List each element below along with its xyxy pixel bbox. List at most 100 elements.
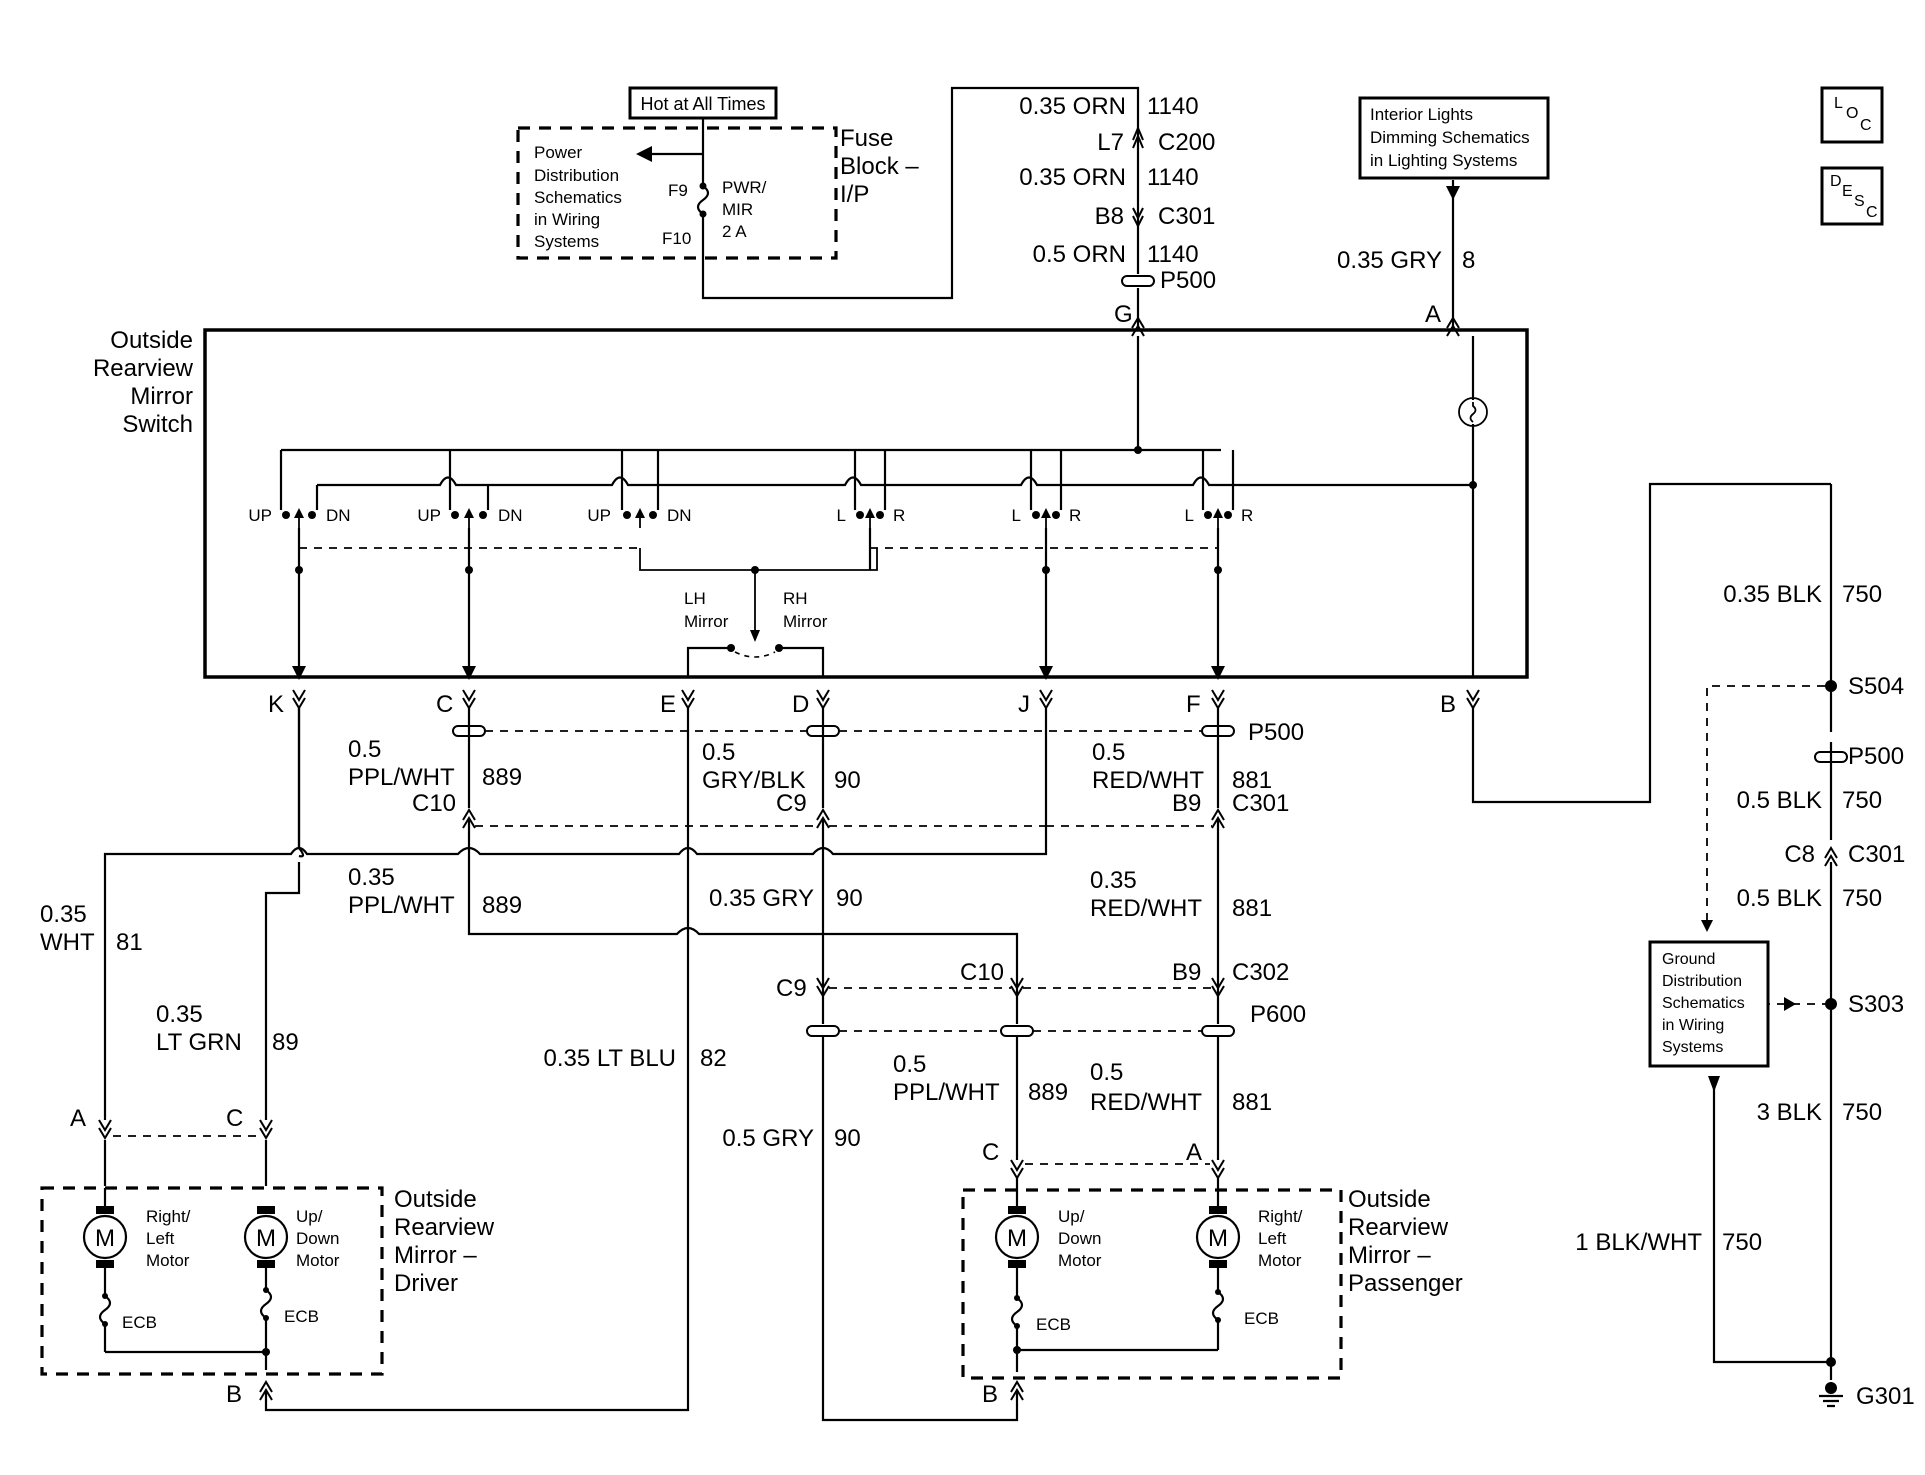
loc-icon[interactable]: L O C bbox=[1820, 86, 1884, 144]
passenger-mirror-connector: C A bbox=[982, 1139, 1225, 1210]
svg-text:ECB: ECB bbox=[122, 1313, 157, 1332]
svg-text:750: 750 bbox=[1842, 885, 1882, 912]
svg-text:P600: P600 bbox=[1250, 1001, 1306, 1028]
svg-text:Down: Down bbox=[296, 1229, 339, 1248]
svg-text:A: A bbox=[1186, 1139, 1202, 1166]
outside-rearview-mirror-switch bbox=[203, 328, 1529, 679]
svg-text:0.35: 0.35 bbox=[1090, 867, 1137, 894]
svg-text:RH: RH bbox=[783, 589, 808, 608]
feed-circuit-1140: 0.35 ORN 1140 L7 C200 0.35 ORN 1140 B8 C… bbox=[1019, 93, 1216, 337]
svg-text:WHT: WHT bbox=[40, 929, 95, 956]
svg-text:Left: Left bbox=[1258, 1229, 1287, 1248]
switch-contact-lr-1: L R bbox=[837, 506, 905, 528]
ground-reference-dashes bbox=[1701, 685, 1825, 1092]
svg-text:Distribution: Distribution bbox=[1662, 973, 1742, 990]
svg-text:B8: B8 bbox=[1095, 203, 1124, 230]
svg-text:LT GRN: LT GRN bbox=[156, 1029, 242, 1056]
svg-text:C: C bbox=[982, 1139, 999, 1166]
label-89: 0.35 LT GRN 89 bbox=[156, 1001, 299, 1056]
svg-text:B: B bbox=[226, 1381, 242, 1408]
svg-text:C302: C302 bbox=[1232, 959, 1289, 986]
svg-text:MIR: MIR bbox=[722, 200, 753, 219]
svg-text:C9: C9 bbox=[776, 975, 807, 1002]
label-881-middle: 0.35 RED/WHT 881 bbox=[1090, 867, 1272, 922]
svg-text:DN: DN bbox=[667, 506, 692, 525]
svg-text:B: B bbox=[1440, 691, 1456, 718]
fuse-block-label: Fuse Block – I/P bbox=[840, 125, 919, 208]
svg-text:A: A bbox=[1425, 301, 1441, 328]
svg-text:0.5 BLK: 0.5 BLK bbox=[1737, 885, 1822, 912]
label-881-upper: 0.5 RED/WHT 881 B9 C301 bbox=[1092, 739, 1289, 817]
svg-text:L: L bbox=[1012, 506, 1021, 525]
passenger-mirror-ground-pin: B bbox=[982, 1380, 1024, 1408]
svg-text:Block –: Block – bbox=[840, 153, 919, 180]
svg-text:C9: C9 bbox=[776, 790, 807, 817]
desc-icon[interactable]: D E S C bbox=[1820, 166, 1884, 226]
hot-at-all-times-label: Hot at All Times bbox=[628, 86, 778, 120]
power-distribution-reference[interactable]: Power Distribution Schematics in Wiring … bbox=[534, 143, 622, 251]
svg-text:R: R bbox=[1069, 506, 1081, 525]
svg-text:G301: G301 bbox=[1856, 1383, 1915, 1410]
svg-text:B9: B9 bbox=[1172, 790, 1201, 817]
label-81: 0.35 WHT 81 bbox=[40, 901, 143, 956]
svg-text:3 BLK: 3 BLK bbox=[1757, 1099, 1822, 1126]
svg-text:UP: UP bbox=[587, 506, 611, 525]
fuse-pwr-mir: F9 F10 PWR/ MIR 2 A bbox=[636, 86, 1140, 300]
svg-text:0.35: 0.35 bbox=[348, 864, 395, 891]
connector-c200 bbox=[1132, 125, 1144, 149]
connector-c302: C9 C10 B9 C302 bbox=[776, 959, 1289, 1002]
svg-text:Interior Lights: Interior Lights bbox=[1370, 105, 1473, 124]
svg-text:89: 89 bbox=[272, 1029, 299, 1056]
svg-text:81: 81 bbox=[116, 929, 143, 956]
svg-text:UP: UP bbox=[248, 506, 272, 525]
splice-s504 bbox=[1825, 680, 1837, 692]
svg-text:Mirror –: Mirror – bbox=[394, 1242, 477, 1269]
svg-text:C: C bbox=[1860, 117, 1872, 134]
svg-text:C200: C200 bbox=[1158, 129, 1215, 156]
svg-text:in Wiring: in Wiring bbox=[1662, 1017, 1724, 1034]
svg-text:0.5: 0.5 bbox=[348, 736, 381, 763]
svg-text:Fuse: Fuse bbox=[840, 125, 893, 152]
svg-text:C: C bbox=[226, 1105, 243, 1132]
switch-internal-wiring bbox=[279, 336, 1488, 677]
svg-text:0.5 BLK: 0.5 BLK bbox=[1737, 787, 1822, 814]
svg-text:0.5: 0.5 bbox=[702, 739, 735, 766]
label-889-passenger: 0.5 PPL/WHT 889 bbox=[893, 1051, 1068, 1106]
svg-text:Mirror: Mirror bbox=[130, 383, 193, 410]
svg-text:DN: DN bbox=[326, 506, 351, 525]
svg-text:L: L bbox=[837, 506, 846, 525]
ground-symbol-icon bbox=[1819, 1394, 1843, 1408]
svg-text:B9: B9 bbox=[1172, 959, 1201, 986]
svg-text:Passenger: Passenger bbox=[1348, 1270, 1463, 1297]
svg-text:Rearview: Rearview bbox=[93, 355, 194, 382]
svg-text:ECB: ECB bbox=[1036, 1315, 1071, 1334]
switch-title: Outside Rearview Mirror Switch bbox=[93, 327, 194, 438]
label-90-upper: 0.5 GRY/BLK 90 C9 bbox=[702, 739, 861, 817]
interior-lights-reference[interactable]: Interior Lights Dimming Schematics in Li… bbox=[1358, 96, 1550, 180]
svg-text:889: 889 bbox=[482, 892, 522, 919]
fuse-block-outline bbox=[516, 126, 838, 260]
svg-text:C10: C10 bbox=[960, 959, 1004, 986]
svg-text:A: A bbox=[70, 1105, 86, 1132]
svg-text:0.35 BLK: 0.35 BLK bbox=[1723, 581, 1822, 608]
svg-text:Dimming Schematics: Dimming Schematics bbox=[1370, 128, 1530, 147]
driver-mirror-title: Outside Rearview Mirror – Driver bbox=[394, 1186, 495, 1297]
svg-text:M: M bbox=[256, 1225, 276, 1252]
driver-mirror-ground-pin: B bbox=[226, 1380, 273, 1408]
circuit-8-gry: 0.35 GRY 8 A bbox=[1337, 180, 1475, 337]
svg-text:Left: Left bbox=[146, 1229, 175, 1248]
svg-text:P500: P500 bbox=[1160, 267, 1216, 294]
svg-text:D: D bbox=[792, 691, 809, 718]
svg-text:PPL/WHT: PPL/WHT bbox=[348, 892, 455, 919]
svg-text:82: 82 bbox=[700, 1045, 727, 1072]
svg-text:GRY/BLK: GRY/BLK bbox=[702, 767, 806, 794]
svg-text:C: C bbox=[436, 691, 453, 718]
svg-text:0.35 LT BLU: 0.35 LT BLU bbox=[543, 1045, 676, 1072]
ground-circuit-750: 0.35 BLK 750 S504 P500 0.5 BLK 750 C8 C3… bbox=[1575, 484, 1915, 1410]
svg-text:0.5: 0.5 bbox=[893, 1051, 926, 1078]
label-82: 0.35 LT BLU 82 bbox=[543, 1045, 726, 1072]
ground-distribution-reference[interactable]: Ground Distribution Schematics in Wiring… bbox=[1648, 940, 1770, 1068]
label-889-upper: 0.5 PPL/WHT 889 C10 bbox=[348, 736, 522, 817]
switch-contact-updown-3: UP DN bbox=[587, 506, 692, 528]
